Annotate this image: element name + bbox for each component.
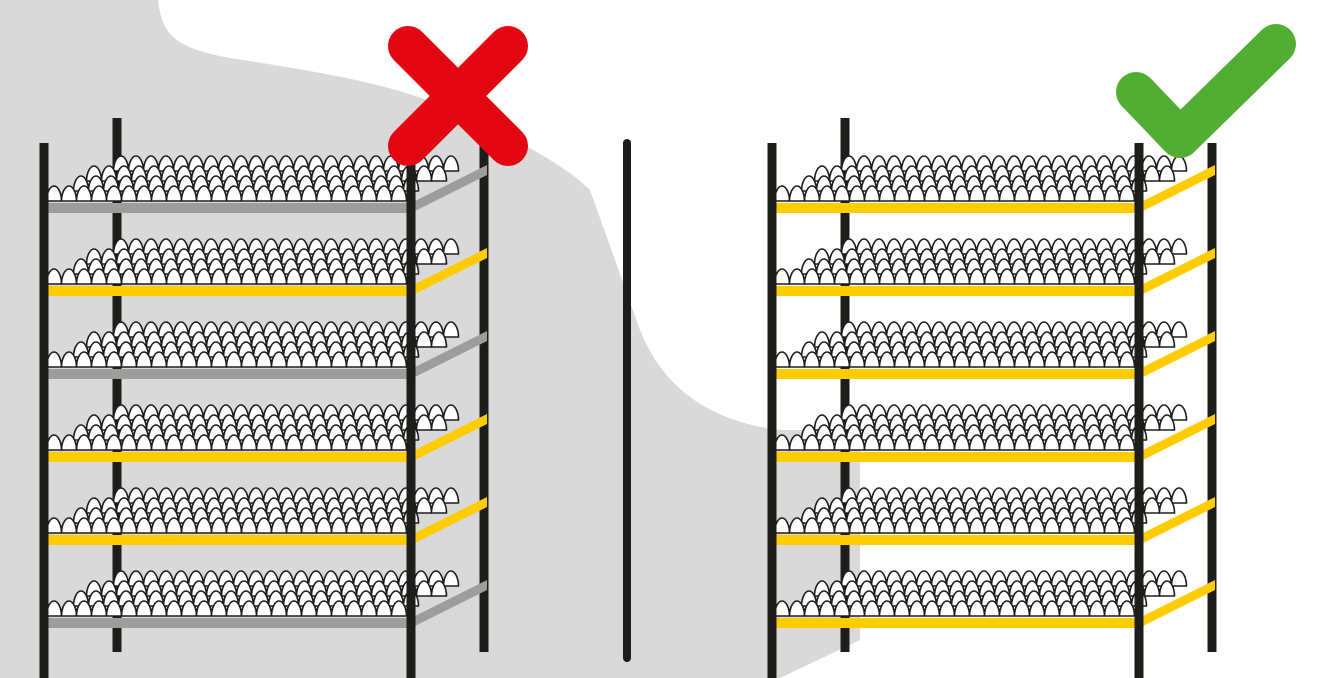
shelf-front bbox=[772, 452, 1139, 462]
egg bbox=[1170, 238, 1188, 255]
check-icon bbox=[1116, 24, 1296, 158]
egg bbox=[1170, 570, 1188, 587]
shelf-side bbox=[1139, 331, 1215, 379]
shelf-ok bbox=[772, 570, 1215, 628]
egg bbox=[773, 268, 791, 285]
shelf-side bbox=[411, 331, 487, 379]
egg bbox=[1170, 404, 1188, 421]
shelf-side bbox=[1139, 414, 1215, 462]
shelf-front bbox=[44, 452, 411, 462]
shelf-side bbox=[411, 497, 487, 545]
shelf-front bbox=[44, 535, 411, 545]
egg bbox=[1170, 487, 1188, 504]
shelf-front bbox=[44, 618, 411, 628]
shelf-ok bbox=[772, 404, 1215, 462]
shelf-bad bbox=[44, 155, 487, 213]
shelf-bad bbox=[44, 321, 487, 379]
shelf-ok bbox=[772, 155, 1215, 213]
shelf-side bbox=[1139, 248, 1215, 296]
egg bbox=[773, 185, 791, 202]
shelf-side bbox=[1139, 580, 1215, 628]
shelf-front bbox=[772, 535, 1139, 545]
shelf-side bbox=[411, 414, 487, 462]
shelf-ok bbox=[44, 487, 487, 545]
correct-rack bbox=[767, 118, 1217, 678]
shelf-front bbox=[44, 369, 411, 379]
shelf-ok bbox=[772, 487, 1215, 545]
shelf-front bbox=[772, 286, 1139, 296]
shelf-ok bbox=[44, 404, 487, 462]
shelf-side bbox=[1139, 497, 1215, 545]
shelf-ok bbox=[772, 238, 1215, 296]
egg bbox=[1170, 321, 1188, 338]
shelf-side bbox=[1139, 165, 1215, 213]
shelf-side bbox=[411, 165, 487, 213]
shelf-front bbox=[772, 369, 1139, 379]
incorrect-rack bbox=[39, 118, 489, 678]
shelf-front bbox=[44, 286, 411, 296]
shelf-side bbox=[411, 580, 487, 628]
egg bbox=[773, 351, 791, 368]
shelf-ok bbox=[772, 321, 1215, 379]
shelf-front bbox=[44, 203, 411, 213]
shelf-bad bbox=[44, 570, 487, 628]
cross-icon bbox=[388, 26, 528, 166]
shelf-ok bbox=[44, 238, 487, 296]
shelf-front bbox=[772, 618, 1139, 628]
shelf-side bbox=[411, 248, 487, 296]
egg bbox=[1170, 155, 1188, 172]
shelf-front bbox=[772, 203, 1139, 213]
